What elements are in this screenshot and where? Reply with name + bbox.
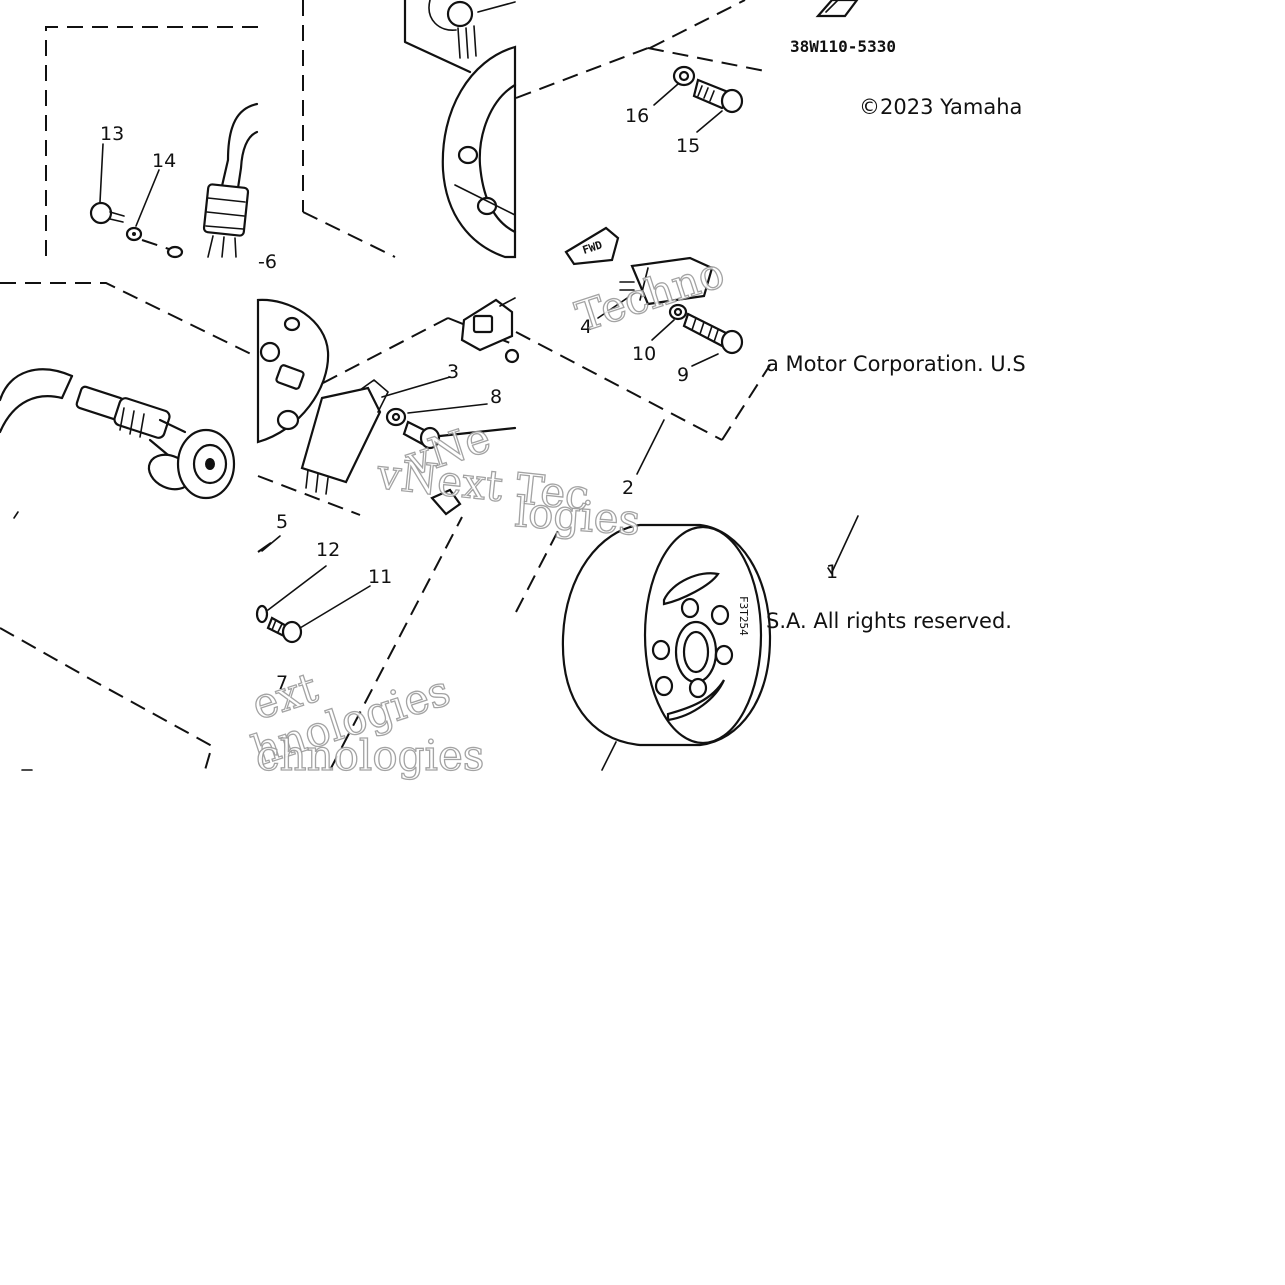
- callout-4: 4: [580, 316, 592, 338]
- callout-9: 9: [677, 364, 689, 386]
- callout-3: 3: [447, 361, 459, 383]
- drawing-code: 38W110-5330: [790, 37, 896, 56]
- copyright-line-3: S.A. All rights reserved.: [766, 609, 1012, 633]
- callout-10: 10: [632, 343, 656, 365]
- callout-15: 15: [676, 135, 700, 157]
- callout-6: -6: [258, 251, 277, 273]
- tile-top-left: 13 14: [45, 26, 259, 259]
- callout-14: 14: [152, 150, 176, 172]
- copyright-line-1: ©2023 Yamaha: [859, 95, 1022, 119]
- fwd-tag: FWD: [581, 238, 604, 257]
- copyright-line-2: a Motor Corporation. U.S: [766, 352, 1026, 376]
- tile-bottom-middle: 5 12 11 7 ext hnologies chnologies: [245, 511, 485, 781]
- tile-middle-far-right: a Motor Corporation. U.S: [766, 352, 1026, 376]
- tile-center-right: FWD 4 10 9 2 Techno: [515, 226, 771, 499]
- tile-bottom-left: [0, 627, 214, 771]
- watermark-text-4: chnologies: [256, 731, 484, 780]
- tile-bottom-right: F3T254 logies: [513, 486, 772, 771]
- callout-11: 11: [368, 566, 392, 588]
- callout-16: 16: [625, 105, 649, 127]
- callout-8: 8: [490, 386, 502, 408]
- tile-center: 3 8 -6 vNext Tec vNe: [256, 251, 592, 521]
- callout-5: 5: [276, 511, 288, 533]
- callout-7: 7: [276, 672, 288, 694]
- tile-middle-left: [0, 282, 258, 519]
- tile-top-far-right: 38W110-5330 ©2023 Yamaha: [790, 0, 1022, 119]
- tile-top-middle: [302, 0, 517, 259]
- callout-1: 1: [826, 561, 838, 583]
- tile-bottom-far-right: 1 S.A. All rights reserved.: [766, 515, 1012, 633]
- callout-12: 12: [316, 539, 340, 561]
- watermark-text-7: logies: [513, 487, 642, 545]
- callout-2: 2: [622, 477, 634, 499]
- tile-top-right: 16 15: [515, 0, 771, 157]
- callout-13: 13: [100, 123, 124, 145]
- magneto-marking: F3T254: [737, 596, 750, 636]
